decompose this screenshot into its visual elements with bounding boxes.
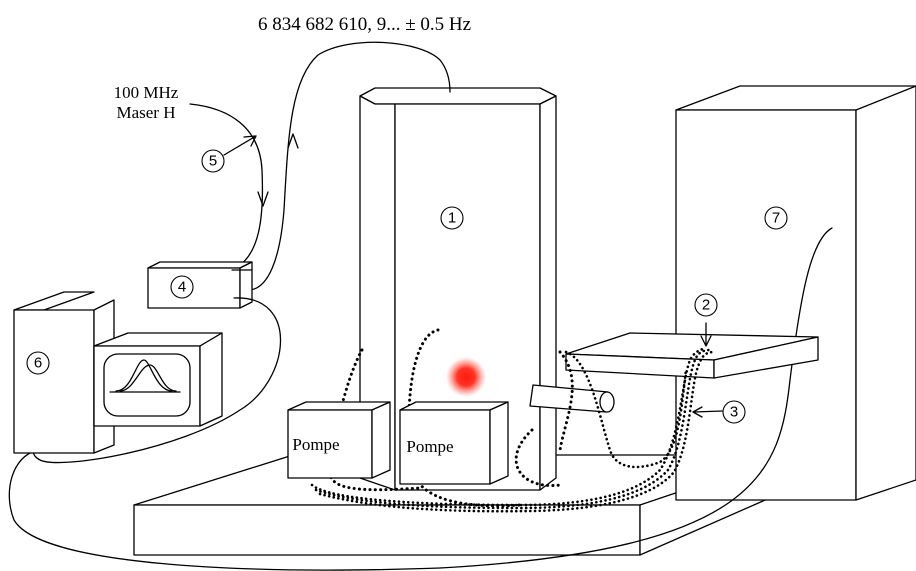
- svg-text:1: 1: [448, 210, 456, 227]
- marker-5: 5: [201, 149, 225, 173]
- box-4: [147, 261, 253, 309]
- marker-4: 4: [170, 275, 194, 299]
- optical-fibers: [310, 328, 716, 513]
- pump-right-label: Pompe: [406, 437, 453, 456]
- shelf-2: [565, 332, 819, 379]
- arrow-down: [257, 191, 269, 207]
- svg-text:6: 6: [34, 355, 42, 372]
- pointer-2-head: [700, 335, 712, 347]
- pointer-5-head: [243, 135, 257, 147]
- reference-label-line1: 100 MHz: [114, 83, 179, 102]
- pointer-5: [223, 135, 257, 156]
- pointer-3: [693, 410, 723, 413]
- svg-text:5: 5: [209, 153, 217, 170]
- pointer-3-head: [692, 406, 703, 418]
- svg-text:2: 2: [702, 297, 710, 314]
- side-tube: [529, 384, 615, 413]
- marker-3: 3: [722, 400, 746, 424]
- pump-right: [399, 401, 509, 485]
- arrow-up: [287, 133, 299, 149]
- marker-7: 7: [764, 206, 788, 230]
- pump-left: [287, 401, 391, 479]
- svg-text:7: 7: [772, 210, 780, 227]
- wire-reference: [189, 103, 264, 266]
- svg-text:4: 4: [178, 279, 186, 296]
- reference-label-line2: Maser H: [116, 103, 175, 122]
- pump-left-label: Pompe: [292, 435, 339, 454]
- oscilloscope: [93, 332, 223, 427]
- wire-to-cavity: [249, 41, 451, 291]
- frequency-readout: 6 834 682 610, 9... ± 0.5 Hz: [258, 14, 471, 35]
- cabinet-7: [675, 85, 916, 501]
- marker-1: 1: [440, 206, 464, 230]
- wire-4-out: [32, 297, 282, 464]
- atom-cloud: [446, 357, 486, 397]
- marker-6: 6: [26, 351, 50, 375]
- marker-2: 2: [694, 293, 718, 317]
- svg-text:3: 3: [730, 404, 738, 421]
